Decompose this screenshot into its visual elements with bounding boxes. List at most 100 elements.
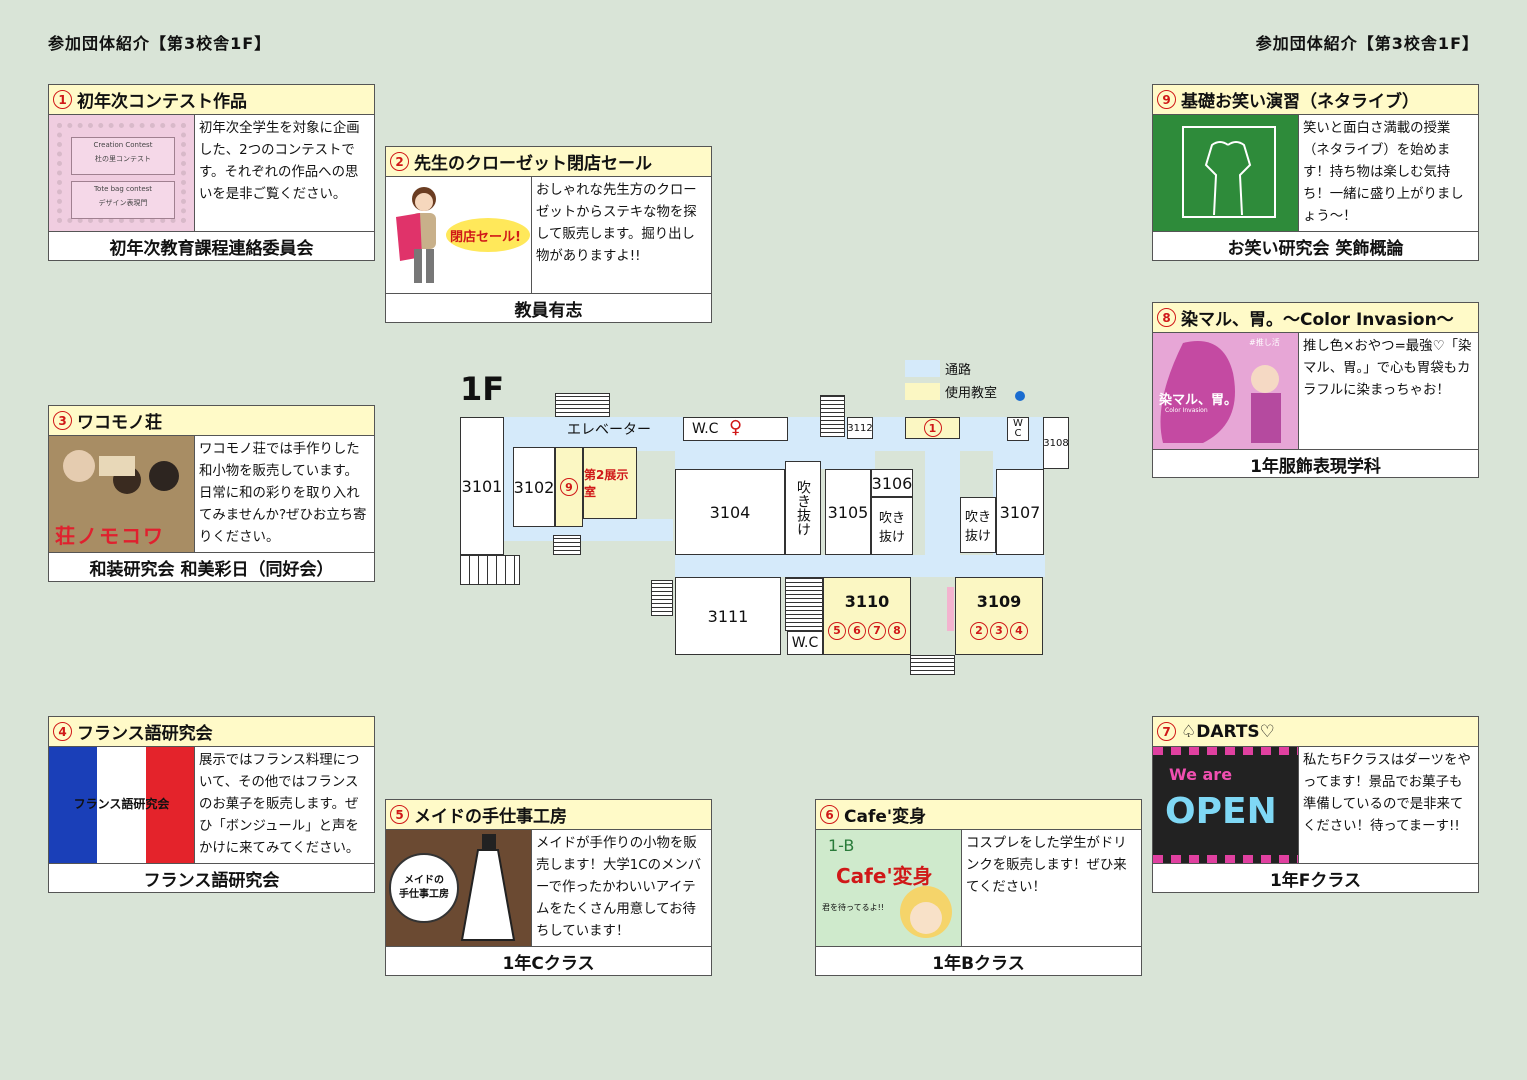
- stairs-northeast: [820, 395, 845, 437]
- marker-6-icon: 6: [848, 621, 866, 640]
- door-marker: [947, 587, 954, 631]
- room-3111[interactable]: 3111: [675, 577, 781, 655]
- card-organizer: 1年Bクラス: [932, 954, 1025, 974]
- number-badge: 9: [1157, 90, 1176, 109]
- card-description: 笑いと面白さ満載の授業（ネタライブ）を始めます！持ち物は楽しむ気持ち！一緒に盛り…: [1303, 121, 1464, 224]
- french-flag-image: フランス語研究会: [49, 747, 195, 863]
- number-badge: 3: [53, 411, 72, 430]
- card-organizer: フランス語研究会: [143, 871, 280, 891]
- room-3102[interactable]: 3102: [513, 447, 555, 527]
- card-description: メイドが手作りの小物を販売します！大学1Cのメンバーで作ったかわいいアイテムをた…: [536, 836, 702, 939]
- restroom-men-icon: [1015, 391, 1025, 401]
- card-title-text: フランス語研究会: [77, 724, 213, 744]
- card-organizer: 和装研究会 和美彩日（同好会）: [89, 560, 334, 580]
- card-description: コスプレをした学生がドリンクを販売します！ぜひ来てください！: [966, 836, 1127, 895]
- number-badge: 6: [820, 805, 839, 824]
- card-title-text: 染マル、胃。〜Color Invasion〜: [1181, 310, 1454, 330]
- class-label: 1-B: [828, 836, 855, 855]
- room-number: 3107: [999, 502, 1041, 522]
- room-name: 第2展示室: [584, 468, 629, 499]
- card-title-text: ♤DARTS♡: [1181, 721, 1275, 742]
- exhibit-card-9[interactable]: 9 基礎お笑い演習（ネタライブ） 笑いと面白さ満載の授業（ネタライブ）を始めます！…: [1152, 84, 1479, 261]
- room-3101[interactable]: 3101: [460, 417, 504, 555]
- room-3105[interactable]: 3105: [825, 469, 871, 555]
- atrium-2: 吹き抜け: [871, 497, 913, 555]
- exhibit-card-7[interactable]: 7♤DARTS♡ We are OPEN 私たちFクラスはダーツをやってます！景…: [1152, 716, 1479, 893]
- color-invasion-image: 染マル、胃。 Color Invasion #推し活: [1153, 333, 1299, 449]
- room-3106[interactable]: 3106: [871, 469, 913, 497]
- hashtag-label: #推し活: [1249, 338, 1280, 347]
- card-title-text: 基礎お笑い演習（ネタライブ）: [1181, 92, 1419, 112]
- cafe-logo-text: Cafe'変身: [836, 864, 933, 888]
- room-3108[interactable]: 3108: [1043, 417, 1069, 469]
- stairs-south: [651, 580, 673, 616]
- legend-used-swatch: [905, 383, 940, 400]
- marker-5-icon: 5: [828, 621, 846, 640]
- card-organizer: 1年Fクラス: [1269, 871, 1362, 891]
- wc-label: W: [1013, 418, 1023, 429]
- img-text: Tote bag contest: [93, 185, 153, 193]
- maid-illustration-icon: [389, 834, 516, 941]
- room-3107[interactable]: 3107: [996, 469, 1044, 555]
- collage-illustration-icon: [49, 436, 194, 552]
- wakomono-image: 荘ノモコワ: [49, 436, 195, 552]
- card-title: 2 先生のクローゼット閉店セール: [386, 147, 711, 177]
- room-number: 3101: [461, 476, 503, 496]
- atrium-3: 吹き抜け: [960, 497, 996, 553]
- atrium-1: 吹き抜け: [785, 461, 821, 555]
- room-number: 3110: [844, 592, 890, 612]
- marker-1-icon: 1: [923, 419, 942, 437]
- room-9[interactable]: 9: [555, 447, 583, 527]
- wc-room[interactable]: W.C: [683, 417, 788, 441]
- room-3112[interactable]: 3112: [847, 417, 873, 439]
- card-title-text: 初年次コンテスト作品: [77, 92, 247, 112]
- legend-corridor-label: 通路: [945, 363, 972, 378]
- card-title: 7♤DARTS♡: [1153, 717, 1478, 747]
- stomach-illustration-icon: [1160, 341, 1281, 443]
- room-number: 3104: [709, 502, 751, 522]
- room-number: 3112: [847, 422, 873, 434]
- number-badge: 1: [53, 90, 72, 109]
- legend-corridor-swatch: [905, 360, 940, 377]
- card-description: ワコモノ荘では手作りした和小物を販売しています。日常に和の彩りを取り入れてみませ…: [199, 442, 367, 545]
- page-header-left: 参加団体紹介【第3校舎1F】: [48, 34, 272, 53]
- frame-decoration: [57, 123, 186, 223]
- legend-used-label: 使用教室: [945, 386, 998, 401]
- marker-8-icon: 8: [888, 621, 906, 640]
- img-text: 手仕事工房: [399, 889, 449, 900]
- image-logo-text: 荘ノモコワ: [55, 524, 165, 548]
- number-badge: 2: [390, 152, 409, 171]
- number-badge: 4: [53, 722, 72, 741]
- card-organizer: お笑い研究会 笑飾概論: [1227, 239, 1404, 259]
- stairs-west: [553, 535, 581, 555]
- gallery-room[interactable]: 第2展示室: [583, 447, 637, 519]
- marker-9-icon: 9: [560, 478, 578, 496]
- img-text: メイドの: [404, 875, 444, 886]
- closet-sale-image: 閉店セール!: [386, 177, 532, 293]
- wc-room-south[interactable]: W.C: [787, 631, 823, 655]
- room-3104[interactable]: 3104: [675, 469, 785, 555]
- sale-label: 閉店セール!: [450, 230, 521, 245]
- card-title-text: 先生のクローゼット閉店セール: [414, 154, 652, 174]
- room-1[interactable]: 1: [905, 417, 960, 439]
- teacher-illustration-icon: [396, 187, 530, 283]
- wc-label: W.C: [692, 421, 719, 437]
